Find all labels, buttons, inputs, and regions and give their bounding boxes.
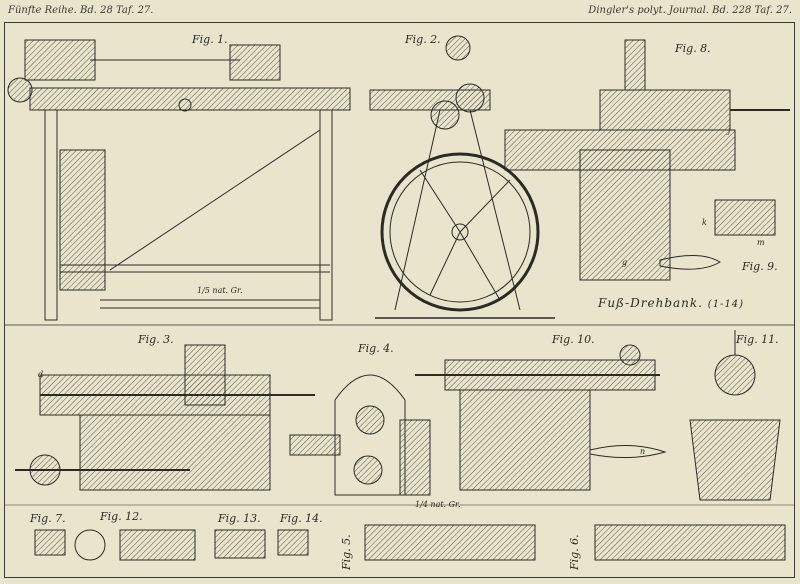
title-range: (1-14) xyxy=(707,299,745,310)
fig3-headstock-section xyxy=(15,344,315,491)
fig12-label: Fig. 12. xyxy=(100,510,143,523)
fig9-label: Fig. 9. xyxy=(742,260,778,273)
letter-g: g xyxy=(622,258,628,267)
plate-frame xyxy=(4,22,795,578)
letter-m: m xyxy=(757,238,765,247)
fig3-label: Fig. 3. xyxy=(138,333,174,346)
fig1-lathe-elevation xyxy=(7,39,351,321)
letter-j: j xyxy=(728,126,731,135)
fig4-headstock-end xyxy=(289,374,431,496)
fig7-label: Fig. 7. xyxy=(30,512,66,525)
letter-n: n xyxy=(640,447,646,456)
fig2-side-elevation xyxy=(369,35,555,319)
header-left: Fünfte Reihe. Bd. 28 Taf. 27. xyxy=(8,5,154,16)
fig10-label: Fig. 10. xyxy=(552,333,595,346)
fig8-slide-rest-section xyxy=(504,39,790,281)
fig8-label: Fig. 8. xyxy=(675,42,711,55)
letter-d: d xyxy=(38,370,44,379)
header-right: Dingler's polyt. Journal. Bd. 228 Taf. 2… xyxy=(588,5,792,16)
fig14-label: Fig. 14. xyxy=(280,512,323,525)
fig1-scale: 1/5 nat. Gr. xyxy=(197,286,243,295)
fig11-label: Fig. 11. xyxy=(736,333,779,346)
title-text: Fuß-Drehbank. xyxy=(598,296,703,310)
fig4-scale: 1/4 nat. Gr. xyxy=(415,500,461,509)
fig11-tailstock-end xyxy=(689,330,781,501)
fig5-label: Fig. 5. xyxy=(340,534,353,570)
fig4-label: Fig. 4. xyxy=(358,342,394,355)
plate-title: Fuß-Drehbank. (1-14) xyxy=(598,296,744,310)
fig1-label: Fig. 1. xyxy=(192,33,228,46)
small-detail-figures xyxy=(34,524,786,561)
fig2-label: Fig. 2. xyxy=(405,33,441,46)
fig13-label: Fig. 13. xyxy=(218,512,261,525)
letter-k: k xyxy=(702,218,707,227)
fig6-label: Fig. 6. xyxy=(568,534,581,570)
fig10-tailstock-section xyxy=(415,344,667,491)
